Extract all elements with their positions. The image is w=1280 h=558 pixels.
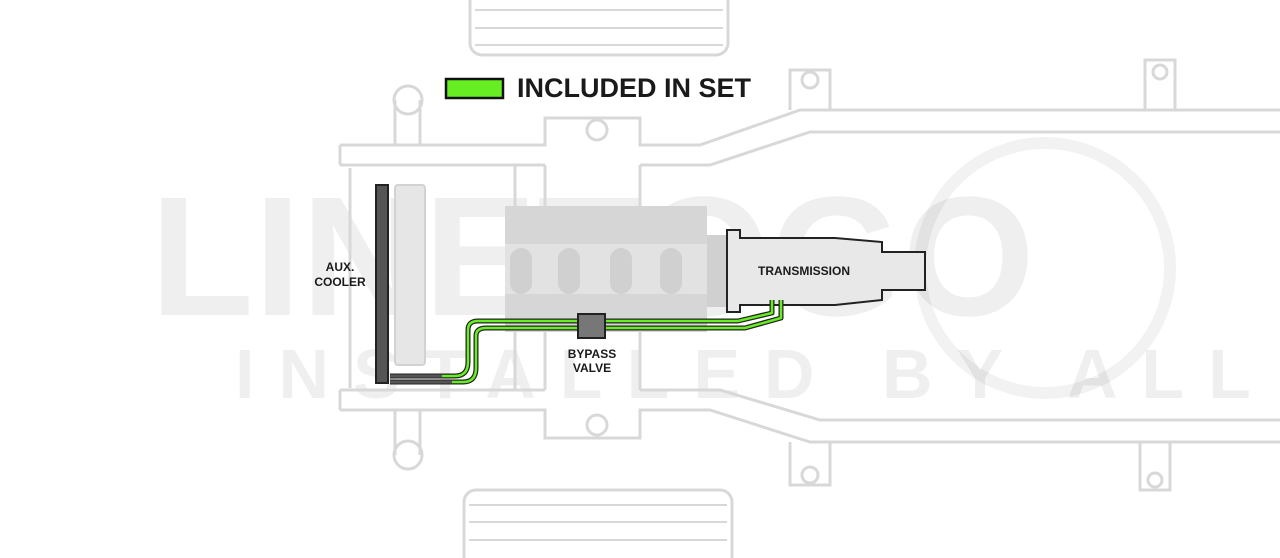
- bypass-valve: [577, 313, 606, 339]
- legend: INCLUDED IN SET: [444, 73, 752, 103]
- aux-cooler-label-2: COOLER: [314, 275, 366, 289]
- transmission-label: TRANSMISSION: [758, 264, 850, 278]
- transmission: [726, 229, 926, 313]
- bypass-valve-label-2: VALVE: [573, 361, 611, 375]
- cooler-lines: [390, 300, 784, 385]
- engine: [505, 206, 727, 332]
- legend-swatch: [444, 77, 505, 100]
- front-tire-top: [468, 0, 730, 57]
- chassis-frame: [338, 58, 1280, 492]
- legend-label: INCLUDED IN SET: [517, 73, 752, 103]
- bypass-valve-label-1: BYPASS: [568, 347, 616, 361]
- front-tire-bottom: [462, 488, 734, 558]
- radiator: [394, 184, 426, 366]
- aux-cooler: [375, 184, 389, 384]
- aux-cooler-label-1: AUX.: [326, 260, 355, 274]
